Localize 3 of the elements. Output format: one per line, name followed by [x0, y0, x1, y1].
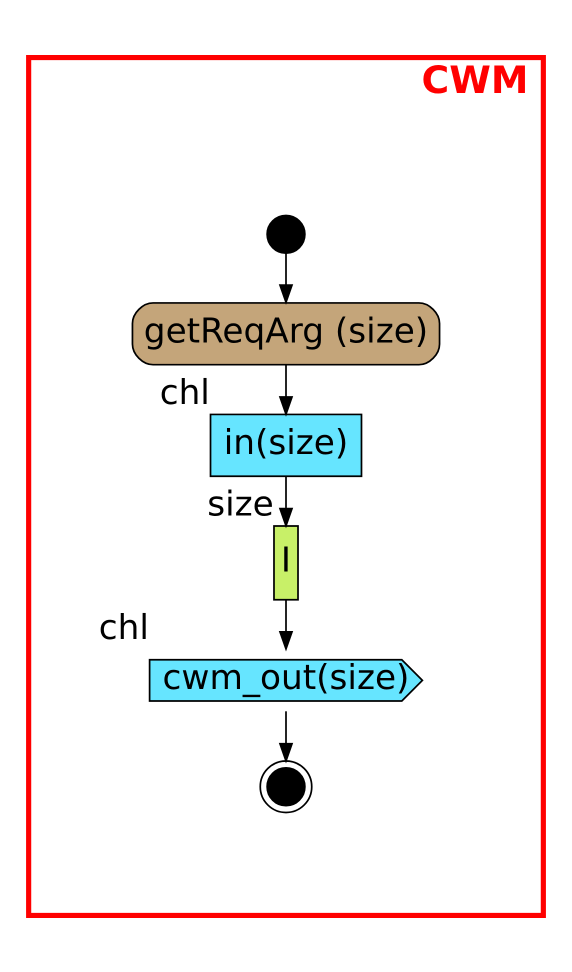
node-label: chl — [160, 372, 210, 413]
node-label: size — [207, 484, 274, 524]
node-label: chl — [98, 608, 149, 648]
